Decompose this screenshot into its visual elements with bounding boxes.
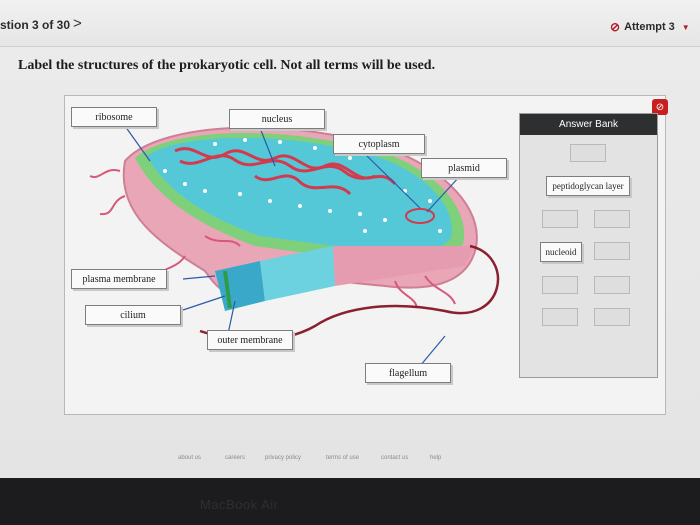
nucleoid-dna [174, 147, 397, 196]
bank-term-text: peptidoglycan layer [552, 181, 624, 191]
label-nucleus-text: nucleus [261, 113, 293, 125]
label-plasma-membrane-text: plasma membrane [82, 273, 156, 285]
label-flagellum[interactable]: flagellum [365, 363, 451, 383]
answer-slot[interactable] [542, 276, 578, 294]
caret-down-icon: ▼ [681, 22, 690, 32]
footer-link-careers[interactable]: careers [225, 455, 246, 461]
label-cytoplasm-text: cytoplasm [358, 138, 400, 150]
answer-slot[interactable] [542, 210, 578, 228]
answer-bank-title: Answer Bank [520, 114, 657, 135]
next-question-chevron-icon[interactable]: > [73, 15, 82, 32]
answer-slot[interactable] [542, 308, 578, 326]
bank-term-nucleoid[interactable]: nucleoid [540, 242, 582, 262]
label-plasma-membrane[interactable]: plasma membrane [71, 269, 167, 289]
question-counter: stion 3 of 30 [0, 18, 71, 32]
answer-bank-panel: Answer Bank peptidoglycan layer nucleoid [519, 113, 658, 378]
footer-link-contact[interactable]: contact us [381, 455, 409, 461]
footer-link-help[interactable]: help [430, 455, 442, 461]
ribosome-dots [163, 138, 442, 233]
label-leader-lines [124, 125, 461, 367]
answer-slot[interactable] [594, 242, 630, 260]
label-cilium[interactable]: cilium [85, 305, 181, 325]
attempt-ban-icon: ⊘ [610, 20, 621, 34]
attempt-label: Attempt 3 [624, 21, 675, 33]
label-cilium-text: cilium [120, 309, 146, 321]
answer-slot[interactable] [570, 144, 606, 162]
device-bezel-label: MacBook Air [200, 497, 279, 512]
label-flagellum-text: flagellum [388, 367, 428, 379]
footer-link-about[interactable]: about us [178, 455, 202, 461]
browser-screen: stion 3 of 30 > ⊘ Attempt 3 ▼ Label the … [0, 0, 700, 478]
prokaryotic-cell-diagram [89, 125, 500, 367]
answer-slot[interactable] [594, 210, 630, 228]
question-instructions: Label the structures of the prokaryotic … [18, 58, 436, 73]
footer-link-terms[interactable]: terms of use [326, 455, 360, 461]
label-ribosome-text: ribosome [95, 111, 133, 123]
bank-term-peptidoglycan-layer[interactable]: peptidoglycan layer [546, 176, 630, 196]
label-plasmid-text: plasmid [448, 162, 480, 174]
attempt-dropdown[interactable]: ⊘ Attempt 3 ▼ [610, 20, 690, 34]
bank-term-text: nucleoid [545, 247, 577, 257]
question-header-bar: stion 3 of 30 > ⊘ Attempt 3 ▼ [0, 0, 700, 47]
label-outer-membrane[interactable]: outer membrane [207, 330, 293, 350]
plasmid-ring [405, 208, 435, 224]
label-ribosome[interactable]: ribosome [71, 107, 157, 127]
cell-cytoplasm [147, 137, 452, 254]
footer-link-privacy[interactable]: privacy policy [265, 455, 302, 461]
answer-slot[interactable] [594, 308, 630, 326]
remove-ban-icon[interactable]: ⊘ [652, 99, 668, 115]
label-outer-membrane-text: outer membrane [217, 334, 283, 346]
answer-slot[interactable] [594, 276, 630, 294]
footer-links: about us careers privacy policy terms of… [0, 455, 700, 467]
label-plasmid[interactable]: plasmid [421, 158, 507, 178]
label-nucleus[interactable]: nucleus [229, 109, 325, 129]
label-cytoplasm[interactable]: cytoplasm [333, 134, 425, 154]
